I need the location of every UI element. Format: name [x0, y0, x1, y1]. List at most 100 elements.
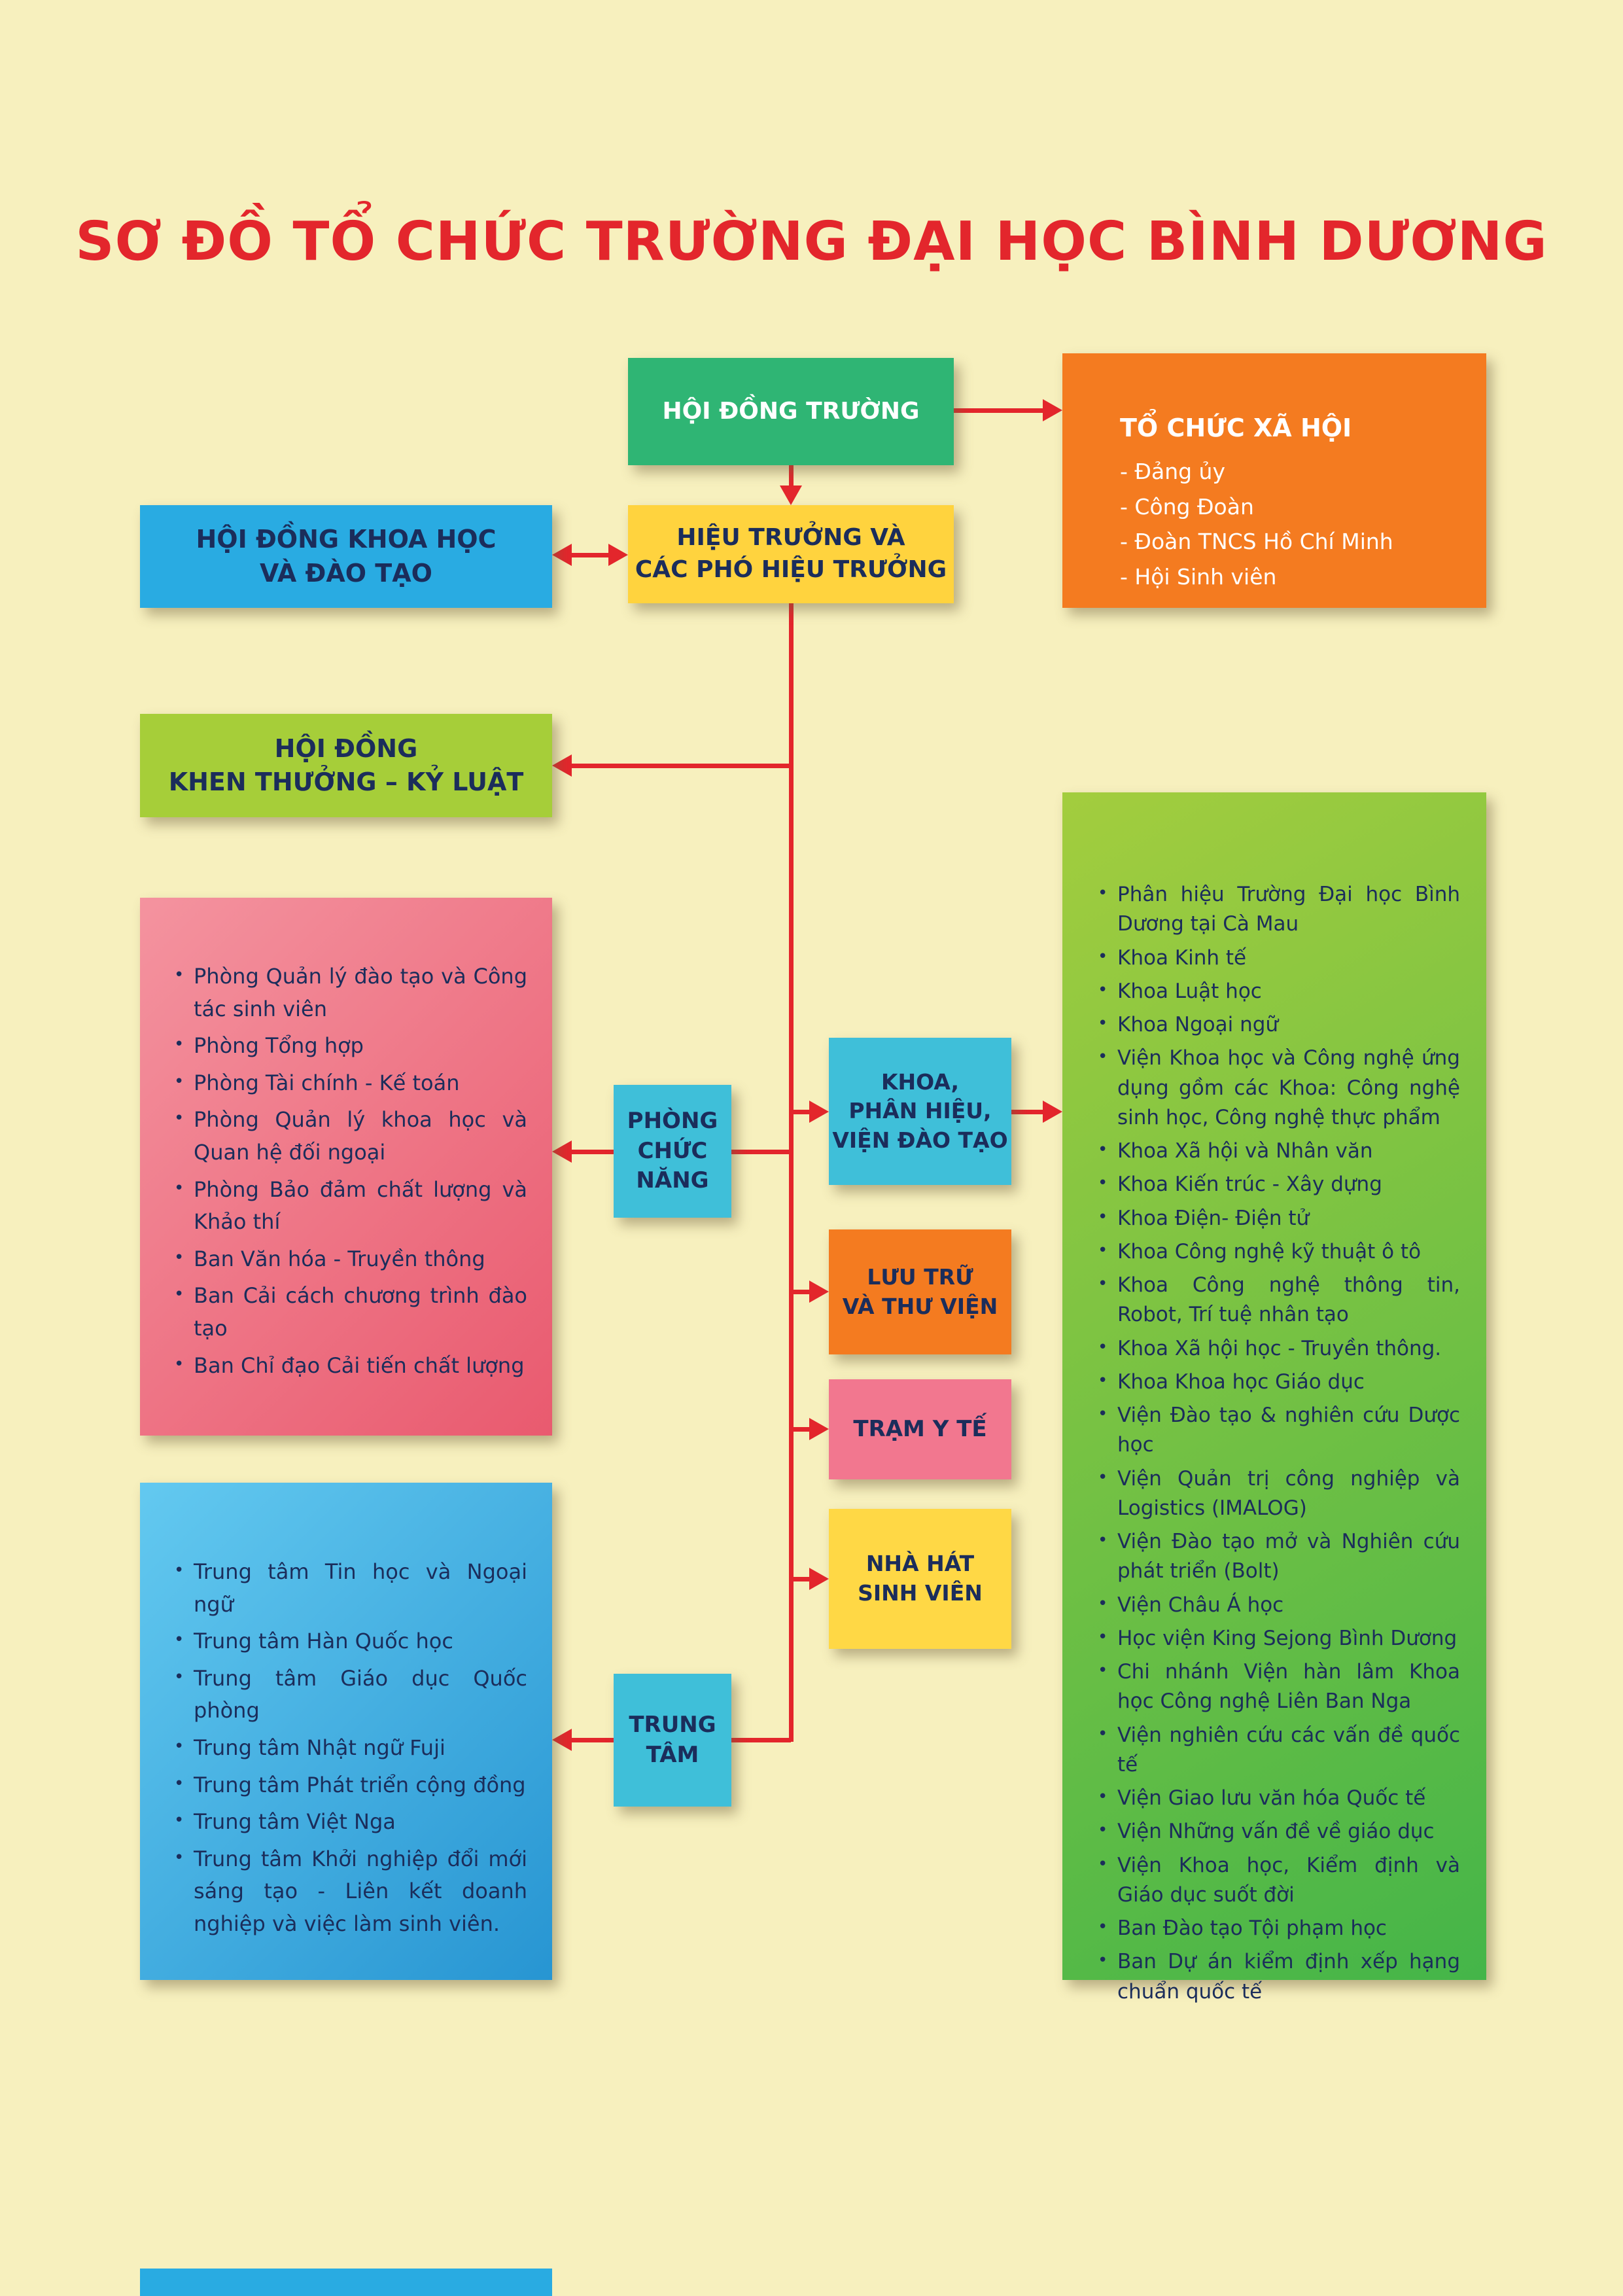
list-item: Trung tâm Giáo dục Quốc phòng [170, 1663, 527, 1727]
list-item: Trung tâm Phát triển cộng đồng [170, 1769, 527, 1802]
list-item: Khoa Khoa học Giáo dục [1094, 1368, 1460, 1397]
list-item: Khoa Công nghệ kỹ thuật ô tô [1094, 1237, 1460, 1267]
box-trung-tam-list: Trung tâm Tin học và Ngoại ngữTrung tâm … [140, 1483, 552, 1980]
phong-chuc-nang-label: PHÒNG CHỨC NĂNG [627, 1107, 718, 1194]
tram-y-te-label: TRẠM Y TẾ [853, 1415, 987, 1442]
to-chuc-xa-hoi-title: TỔ CHỨC XÃ HỘI [1120, 414, 1352, 442]
list-item: Viện Khoa học và Công nghệ ứng dụng gồm … [1094, 1044, 1460, 1133]
list-item: Ban Cải cách chương trình đào tạo [170, 1280, 527, 1345]
connector-line [731, 1738, 791, 1742]
list-item: Khoa Kiến trúc - Xây dựng [1094, 1170, 1460, 1199]
luu-tru-label: LƯU TRỮ VÀ THƯ VIỆN [842, 1263, 998, 1319]
connector-line [569, 553, 611, 557]
box-khoa-vien-list: Phân hiệu Trường Đại học Bình Dương tại … [1062, 792, 1486, 2004]
list-item: Trung tâm Khởi nghiệp đổi mới sáng tạo -… [170, 1843, 527, 1941]
list-item: Khoa Xã hội học - Truyền thông. [1094, 1334, 1460, 1364]
phong-ban-list: Phòng Quản lý đào tạo và Công tác sinh v… [170, 961, 527, 1382]
arrowhead-right-icon [809, 1568, 829, 1590]
arrowhead-right-icon [1043, 399, 1062, 421]
khen-thuong-label: HỘI ĐỒNG KHEN THƯỞNG – KỶ LUẬT [168, 733, 524, 796]
list-item: Viện nghiên cứu các vấn đề quốc tế [1094, 1721, 1460, 1780]
box-luu-tru-thu-vien: LƯU TRỮ VÀ THƯ VIỆN [829, 1229, 1011, 1354]
arrowhead-left-icon [552, 1729, 572, 1751]
connector-line [791, 1290, 811, 1294]
list-item: Khoa Xã hội và Nhân văn [1094, 1137, 1460, 1166]
list-item: - Đảng ủy [1120, 459, 1225, 484]
list-item: Ban Đào tạo Tội phạm học [1094, 1914, 1460, 1943]
list-item: Viện Quản trị công nghiệp và Logistics (… [1094, 1464, 1460, 1524]
box-nha-hat-sinh-vien: NHÀ HÁT SINH VIÊN [829, 1509, 1011, 1649]
hoi-dong-khoa-hoc-label: HỘI ĐỒNG KHOA HỌC VÀ ĐÀO TẠO [196, 525, 497, 588]
list-item: Khoa Luật học [1094, 977, 1460, 1006]
list-item: Viện Khoa học, Kiểm định và Giáo dục suố… [1094, 1851, 1460, 1911]
connector-line [570, 1738, 614, 1742]
to-chuc-xa-hoi-list: - Đảng ủy - Công Đoàn - Đoàn TNCS Hồ Chí M… [1120, 455, 1463, 593]
trung-tam-list: Trung tâm Tin học và Ngoại ngữTrung tâm … [170, 1556, 527, 1941]
list-item: - Công Đoàn [1120, 493, 1254, 520]
list-item: Trung tâm Việt Nga [170, 1806, 527, 1839]
connector-trunk-line [789, 603, 794, 1742]
list-item: Ban Dự án kiểm định xếp hạng chuẩn quốc … [1094, 1947, 1460, 2007]
list-item: Phòng Quản lý đào tạo và Công tác sinh v… [170, 961, 527, 1025]
arrowhead-left-icon [552, 544, 572, 566]
list-item: Phòng Bảo đảm chất lượng và Khảo thí [170, 1174, 527, 1239]
arrowhead-right-icon [809, 1101, 829, 1123]
list-item: Viện Những vấn đề về giáo dục [1094, 1817, 1460, 1846]
list-item: Học viện King Sejong Bình Dương [1094, 1624, 1460, 1653]
list-item: Phân hiệu Trường Đại học Bình Dương tại … [1094, 880, 1460, 940]
box-khoa-phan-hieu: KHOA, PHÂN HIỆU, VIỆN ĐÀO TẠO [829, 1038, 1011, 1185]
list-item: Ban Văn hóa - Truyền thông [170, 1243, 527, 1276]
list-item: - Đoàn TNCS Hồ Chí Minh [1120, 529, 1393, 554]
hieu-truong-label: HIỆU TRƯỞNG VÀ CÁC PHÓ HIỆU TRƯỞNG [635, 524, 947, 583]
list-item: Ban Chỉ đạo Cải tiến chất lượng [170, 1350, 527, 1383]
hoi-dong-truong-label: HỘI ĐỒNG TRƯỜNG [662, 397, 920, 425]
list-item: Phòng Tổng hợp [170, 1030, 527, 1063]
arrowhead-right-icon [1043, 1101, 1062, 1123]
box-phong-ban-list: Phòng Quản lý đào tạo và Công tác sinh v… [140, 898, 552, 1436]
arrowhead-left-icon [552, 1140, 572, 1163]
list-item: Trung tâm Hàn Quốc học [170, 1625, 527, 1658]
connector-line [570, 1150, 614, 1154]
list-item: Phòng Quản lý khoa học và Quan hệ đối ng… [170, 1104, 527, 1169]
list-item: Khoa Công nghệ thông tin, Robot, Trí tuệ… [1094, 1271, 1460, 1330]
connector-line [789, 465, 794, 487]
list-item: Khoa Điện- Điện tử [1094, 1204, 1460, 1233]
list-item: Viện Châu Á học [1094, 1591, 1460, 1620]
page-title: SƠ ĐỒ TỔ CHỨC TRƯỜNG ĐẠI HỌC BÌNH DƯƠNG [75, 211, 1548, 273]
connector-line [791, 1427, 811, 1432]
list-item: Viện Đào tạo mở và Nghiên cứu phát triển… [1094, 1527, 1460, 1587]
connector-line [954, 408, 1045, 413]
list-item: Viện Đào tạo & nghiên cứu Dược học [1094, 1401, 1460, 1460]
trung-tam-label: TRUNG TÂM [629, 1711, 716, 1768]
connector-line [731, 1150, 791, 1154]
box-khen-thuong-ky-luat: HỘI ĐỒNG KHEN THƯỞNG – KỶ LUẬT [140, 714, 552, 817]
box-to-chuc-xa-hoi: TỔ CHỨC XÃ HỘI - Đảng ủy - Công Đoàn - Đoà… [1062, 353, 1486, 608]
arrowhead-left-icon [552, 754, 572, 777]
arrowhead-right-icon [608, 544, 628, 566]
connector-line [791, 1577, 811, 1581]
nha-hat-label: NHÀ HÁT SINH VIÊN [858, 1551, 983, 1606]
connector-line [570, 764, 791, 768]
list-item: Khoa Kinh tế [1094, 944, 1460, 973]
box-tram-y-te: TRẠM Y TẾ [829, 1379, 1011, 1479]
box-phong-chuc-nang: PHÒNG CHỨC NĂNG [614, 1085, 731, 1218]
list-item: Chi nhánh Viện hàn lâm Khoa học Công ngh… [1094, 1657, 1460, 1717]
box-trung-tam: TRUNG TÂM [614, 1674, 731, 1807]
box-hieu-truong: HIỆU TRƯỞNG VÀ CÁC PHÓ HIỆU TRƯỞNG [628, 505, 954, 603]
khoa-vien-list: Phân hiệu Trường Đại học Bình Dương tại … [1094, 880, 1460, 2007]
khoa-phan-hieu-label: KHOA, PHÂN HIỆU, VIỆN ĐÀO TẠO [832, 1069, 1008, 1153]
arrowhead-right-icon [809, 1280, 829, 1303]
box-hoi-dong-truong: HỘI ĐỒNG TRƯỜNG [628, 358, 954, 465]
partial-box-bottom [140, 2269, 552, 2296]
list-item: Khoa Ngoại ngữ [1094, 1010, 1460, 1040]
list-item: Trung tâm Nhật ngữ Fuji [170, 1732, 527, 1765]
connector-line [791, 1110, 811, 1114]
list-item: Viện Giao lưu văn hóa Quốc tế [1094, 1784, 1460, 1813]
list-item: - Hội Sinh viên [1120, 563, 1277, 590]
box-hoi-dong-khoa-hoc: HỘI ĐỒNG KHOA HỌC VÀ ĐÀO TẠO [140, 505, 552, 608]
list-item: Trung tâm Tin học và Ngoại ngữ [170, 1556, 527, 1621]
arrowhead-right-icon [809, 1418, 829, 1440]
connector-line [1011, 1110, 1044, 1114]
list-item: Phòng Tài chính - Kế toán [170, 1067, 527, 1100]
